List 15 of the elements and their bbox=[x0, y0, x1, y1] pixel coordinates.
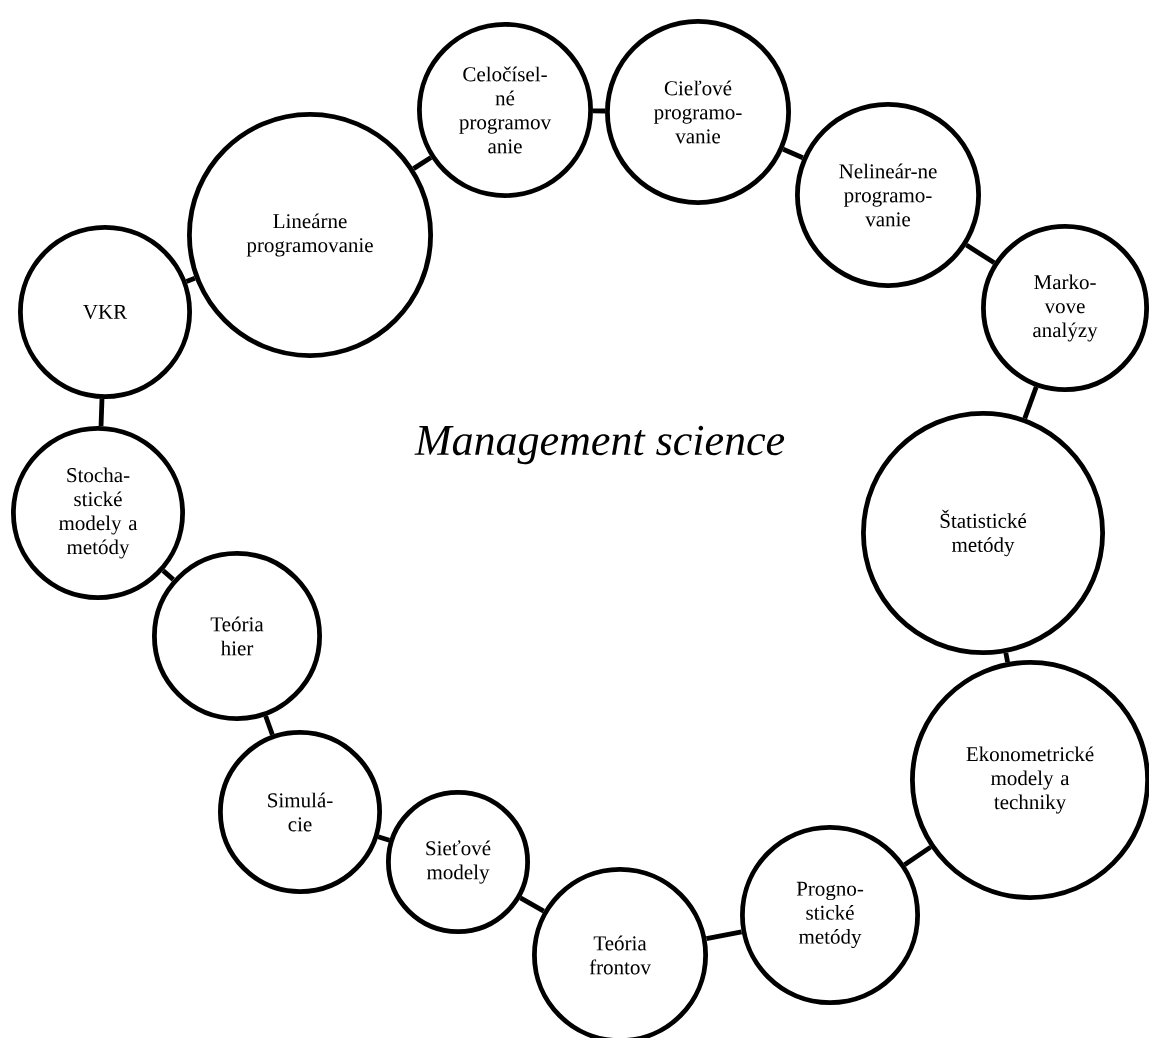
connector-line bbox=[1003, 652, 1010, 663]
connector-line bbox=[161, 568, 175, 582]
connector-line bbox=[185, 276, 196, 284]
connector-line bbox=[98, 398, 105, 427]
connector-line bbox=[412, 155, 433, 171]
connector-line bbox=[706, 929, 743, 941]
connector-line bbox=[1022, 386, 1039, 420]
connector-line bbox=[593, 108, 606, 114]
connector-line bbox=[903, 845, 932, 867]
connector-line bbox=[377, 834, 391, 843]
center-label: Management science bbox=[414, 425, 785, 465]
connector-line bbox=[519, 895, 545, 914]
connector-line bbox=[965, 243, 996, 265]
connector-line bbox=[263, 715, 275, 736]
connector-line bbox=[782, 147, 804, 160]
